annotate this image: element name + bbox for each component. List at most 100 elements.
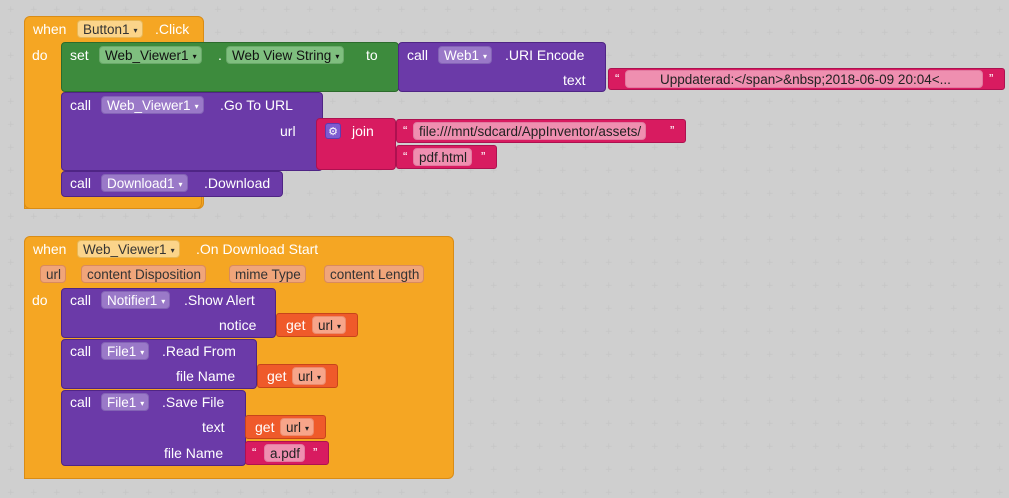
- grid-mark: +: [559, 396, 567, 406]
- grid-mark: +: [789, 51, 797, 61]
- grid-mark: +: [582, 465, 590, 475]
- property-dropdown-webviewstring[interactable]: Web View String▾: [226, 46, 345, 64]
- grid-mark: +: [766, 304, 774, 314]
- grid-mark: +: [858, 51, 866, 61]
- grid-mark: +: [904, 396, 912, 406]
- grid-mark: +: [996, 166, 1004, 176]
- grid-mark: +: [950, 258, 958, 268]
- grid-mark: +: [168, 5, 176, 15]
- grid-mark: +: [835, 304, 843, 314]
- grid-mark: +: [536, 350, 544, 360]
- grid-mark: +: [7, 235, 15, 245]
- component-dropdown-webviewer1[interactable]: Web_Viewer1▾: [101, 96, 204, 114]
- component-dropdown-button1[interactable]: Button1▾: [77, 20, 143, 38]
- grid-mark: +: [559, 442, 567, 452]
- grid-mark: +: [490, 442, 498, 452]
- to-label: to: [366, 47, 378, 63]
- grid-mark: +: [973, 373, 981, 383]
- chevron-down-icon: ▾: [317, 373, 322, 382]
- grid-mark: +: [7, 189, 15, 199]
- variable-dropdown-url[interactable]: url▾: [312, 316, 347, 334]
- grid-mark: +: [628, 212, 636, 222]
- gear-icon[interactable]: ⚙: [325, 123, 341, 139]
- grid-mark: +: [582, 350, 590, 360]
- component-dropdown-notifier1[interactable]: Notifier1▾: [101, 291, 171, 309]
- grid-mark: +: [812, 189, 820, 199]
- grid-mark: +: [950, 212, 958, 222]
- grid-mark: +: [421, 97, 429, 107]
- grid-mark: +: [513, 350, 521, 360]
- grid-mark: +: [766, 120, 774, 130]
- uri-encode-block[interactable]: [398, 42, 606, 92]
- grid-mark: +: [30, 5, 38, 15]
- grid-mark: +: [973, 120, 981, 130]
- grid-mark: +: [858, 28, 866, 38]
- param-mime-type[interactable]: mime Type: [229, 265, 306, 283]
- grid-mark: +: [7, 51, 15, 61]
- variable-dropdown-url[interactable]: url▾: [292, 367, 327, 385]
- grid-mark: +: [950, 5, 958, 15]
- url-arg-label: url: [280, 123, 296, 139]
- text-value-field[interactable]: file:///mnt/sdcard/AppInventor/assets/: [413, 122, 647, 140]
- chevron-down-icon: ▾: [305, 424, 310, 433]
- grid-mark: +: [697, 120, 705, 130]
- param-url[interactable]: url: [40, 265, 67, 283]
- grid-mark: +: [513, 235, 521, 245]
- grid-mark: +: [835, 166, 843, 176]
- grid-mark: +: [582, 304, 590, 314]
- save-file-block[interactable]: [61, 390, 246, 466]
- grid-mark: +: [467, 97, 475, 107]
- component-dropdown-file1[interactable]: File1▾: [101, 393, 150, 411]
- grid-mark: +: [720, 212, 728, 222]
- grid-mark: +: [536, 258, 544, 268]
- component-dropdown-file1[interactable]: File1▾: [101, 342, 150, 360]
- grid-mark: +: [950, 327, 958, 337]
- grid-mark: +: [720, 350, 728, 360]
- grid-mark: +: [559, 258, 567, 268]
- grid-mark: +: [513, 488, 521, 498]
- grid-mark: +: [881, 235, 889, 245]
- grid-mark: +: [812, 5, 820, 15]
- grid-mark: +: [973, 51, 981, 61]
- grid-mark: +: [950, 304, 958, 314]
- component-dropdown-webviewer1[interactable]: Web_Viewer1▾: [99, 46, 202, 64]
- grid-mark: +: [674, 5, 682, 15]
- component-dropdown-webviewer1[interactable]: Web_Viewer1▾: [77, 240, 180, 258]
- param-content-disposition[interactable]: content Disposition: [81, 265, 207, 283]
- grid-mark: +: [927, 419, 935, 429]
- text-value-field[interactable]: pdf.html: [413, 148, 473, 166]
- grid-mark: +: [904, 143, 912, 153]
- grid-mark: +: [467, 350, 475, 360]
- text-arg-label: text: [563, 72, 586, 88]
- component-dropdown-web1[interactable]: Web1▾: [438, 46, 493, 64]
- grid-mark: +: [513, 97, 521, 107]
- text-value-field[interactable]: Uppdaterad:</span>&nbsp;2018-06-09 20:04…: [625, 70, 983, 88]
- component-name: Download1: [107, 176, 175, 191]
- grid-mark: +: [536, 5, 544, 15]
- grid-mark: +: [145, 488, 153, 498]
- grid-mark: +: [950, 488, 958, 498]
- chevron-down-icon: ▾: [335, 52, 340, 61]
- grid-mark: +: [582, 212, 590, 222]
- grid-mark: +: [789, 212, 797, 222]
- grid-mark: +: [582, 166, 590, 176]
- grid-mark: +: [467, 166, 475, 176]
- grid-mark: +: [674, 51, 682, 61]
- close-quote-icon: ”: [989, 71, 994, 86]
- grid-mark: +: [881, 212, 889, 222]
- grid-mark: +: [835, 396, 843, 406]
- read-from-block[interactable]: [61, 339, 257, 389]
- grid-mark: +: [789, 350, 797, 360]
- grid-mark: +: [766, 442, 774, 452]
- text-value-field[interactable]: a.pdf: [264, 444, 306, 462]
- grid-mark: +: [513, 258, 521, 268]
- grid-mark: +: [490, 212, 498, 222]
- chevron-down-icon: ▾: [192, 52, 197, 61]
- variable-dropdown-url[interactable]: url▾: [280, 418, 315, 436]
- grid-mark: +: [674, 281, 682, 291]
- grid-mark: +: [7, 143, 15, 153]
- grid-mark: +: [582, 189, 590, 199]
- variable-name: url: [286, 420, 302, 435]
- component-dropdown-download1[interactable]: Download1▾: [101, 174, 188, 192]
- param-content-length[interactable]: content Length: [324, 265, 425, 283]
